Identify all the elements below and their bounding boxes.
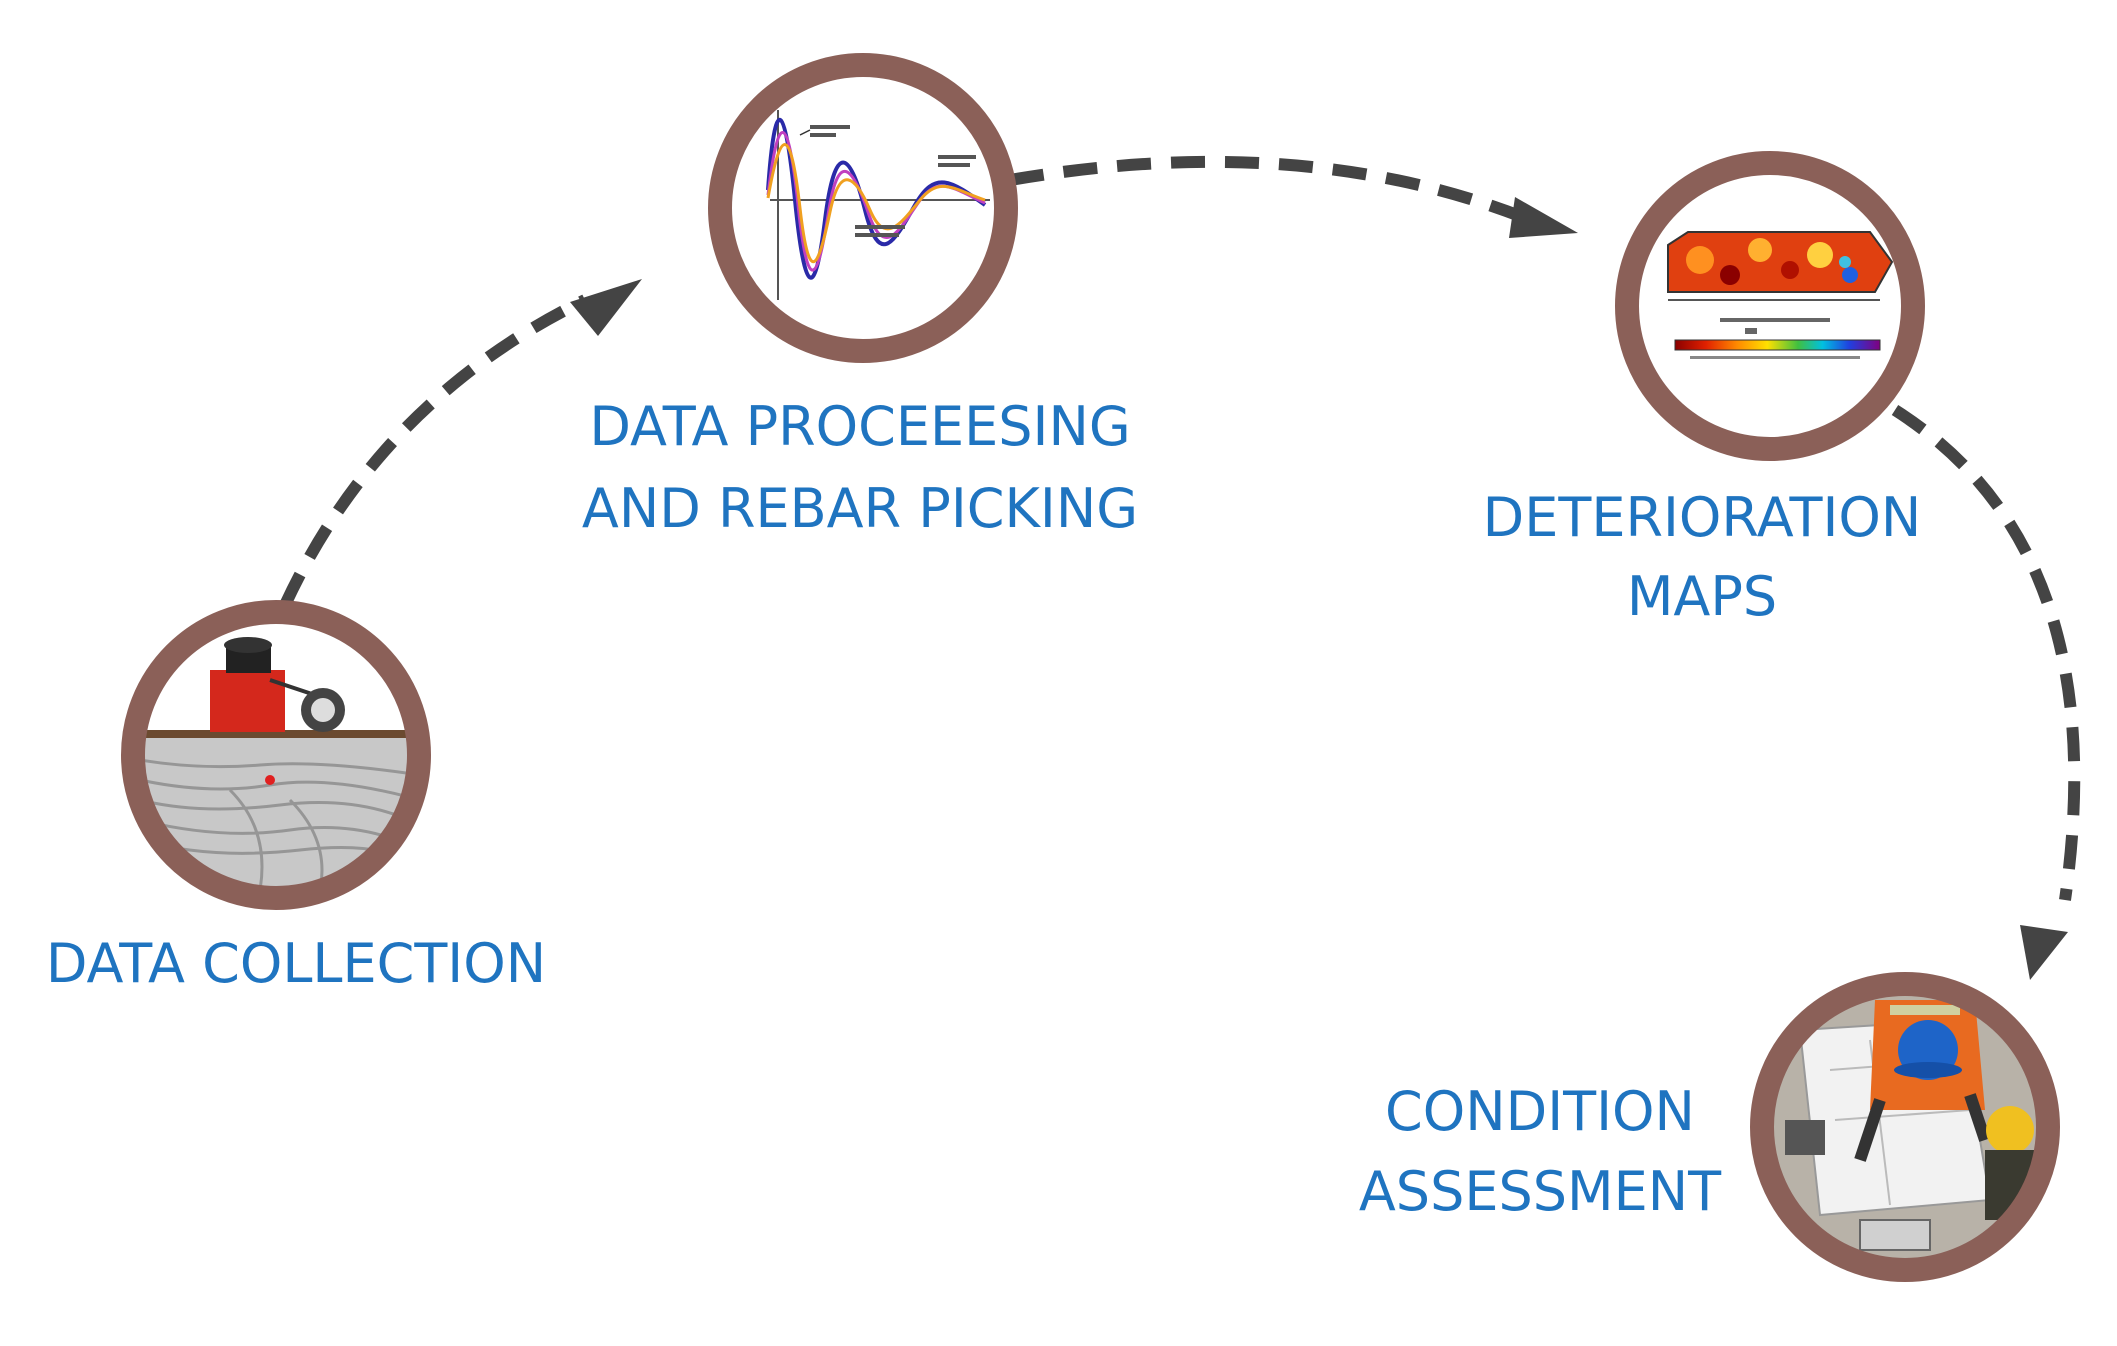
arrow-collection-to-processing	[279, 294, 588, 608]
ring	[121, 600, 431, 910]
ring	[1615, 151, 1925, 461]
arrow-maps-to-assessment	[1891, 404, 2081, 901]
ring	[1750, 972, 2060, 1282]
stage-data-processing: DATA PROCEEESING AND REBAR PICKING	[582, 53, 1138, 540]
waveform-plot-icon	[766, 110, 990, 300]
stage-deterioration-maps: DETERIORATION MAPS	[1483, 151, 1925, 628]
label-deterioration-maps-line2: MAPS	[1627, 565, 1777, 628]
label-data-collection: DATA COLLECTION	[46, 932, 546, 995]
arrow-head-3	[2020, 925, 2068, 980]
arrow-processing-to-maps	[1008, 155, 1528, 224]
label-deterioration-maps-line1: DETERIORATION	[1483, 486, 1922, 549]
label-condition-assessment-line2: ASSESSMENT	[1359, 1160, 1722, 1223]
stage-condition-assessment: CONDITION ASSESSMENT	[1359, 972, 2060, 1282]
label-data-processing-line1: DATA PROCEEESING	[589, 395, 1130, 458]
ring	[708, 53, 1018, 363]
arrow-head-2	[1509, 197, 1578, 238]
circle-background	[1638, 174, 1902, 438]
heatmap-icon	[1667, 231, 1894, 359]
label-data-processing-line2: AND REBAR PICKING	[582, 477, 1138, 540]
stage-data-collection: DATA COLLECTION	[46, 600, 546, 995]
flow-arrows	[279, 155, 2081, 980]
engineers-at-table-photo	[1773, 995, 2037, 1259]
arrow-head-1	[570, 279, 642, 336]
label-condition-assessment-line1: CONDITION	[1385, 1080, 1695, 1143]
